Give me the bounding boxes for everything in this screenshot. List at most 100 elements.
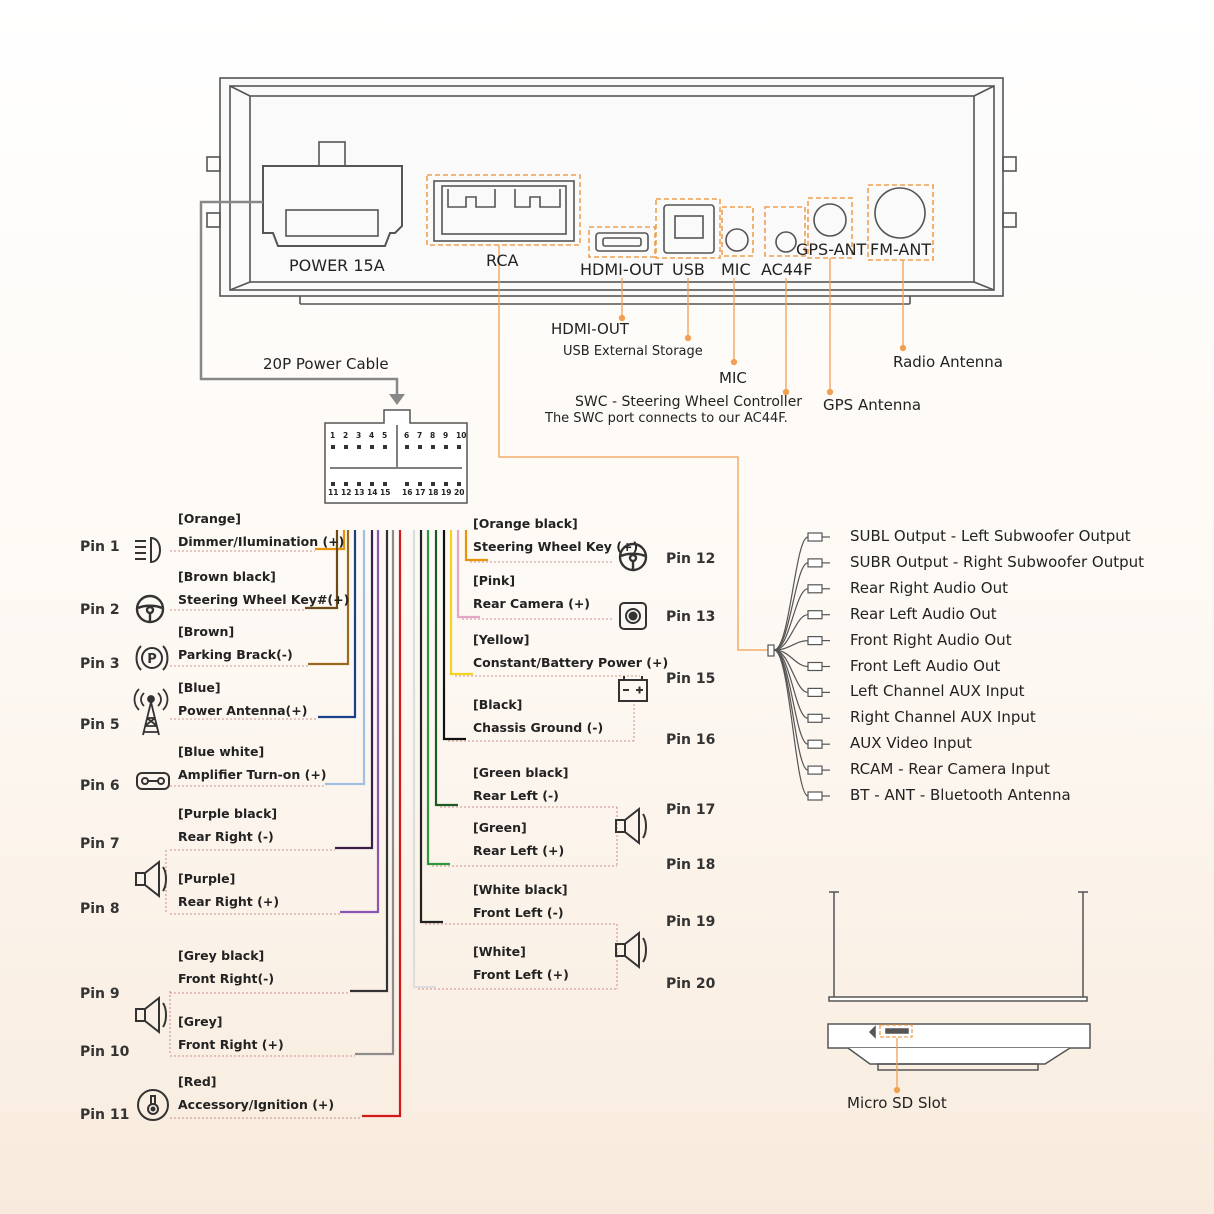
- rca-lead: [773, 614, 809, 651]
- pin-label: Pin 11: [80, 1107, 130, 1123]
- harness-wires: [305, 530, 488, 1118]
- rca-output-label: SUBL Output - Left Subwoofer Output: [850, 527, 1131, 545]
- hdmi-callout: HDMI-OUT: [551, 320, 629, 338]
- rca-hub: [767, 644, 775, 657]
- pin-label: Pin 20: [666, 976, 716, 992]
- amplifier-icon: [136, 772, 170, 790]
- rca-output-label: AUX Video Input: [850, 734, 972, 753]
- rca-output-label: BT - ANT - Bluetooth Antenna: [850, 786, 1071, 804]
- wire-function-label: Rear Left (-): [473, 788, 559, 803]
- pin-number: 18: [428, 488, 439, 497]
- pin-leaders: [165, 550, 640, 1119]
- wire-color-label: [Orange]: [178, 511, 241, 526]
- pin-dot: [457, 445, 461, 449]
- pin-number: 11: [328, 488, 339, 497]
- sd-device: [827, 891, 1091, 1071]
- pin-number: 6: [404, 431, 410, 440]
- pin-label: Pin 7: [80, 836, 120, 852]
- pin-number: 14: [367, 488, 378, 497]
- pin-number: 15: [380, 488, 391, 497]
- pin-number: 9: [443, 431, 449, 440]
- pin-label: Pin 3: [80, 656, 120, 672]
- wire-color-label: [Purple black]: [178, 806, 278, 821]
- wire-function-label: Accessory/Ignition (+): [178, 1097, 335, 1112]
- wire: [426, 530, 450, 866]
- pin-label: Pin 18: [666, 857, 716, 873]
- rca-lead: [773, 562, 809, 651]
- sd-slot-label: Micro SD Slot: [847, 1094, 947, 1112]
- rca-plug: [807, 635, 823, 646]
- pin-number: 3: [356, 431, 362, 440]
- wire: [350, 530, 389, 993]
- rca-output-label: Front Left Audio Out: [850, 656, 1001, 675]
- pin-number: 20: [454, 488, 465, 497]
- rca-fanout: [767, 532, 830, 801]
- pin-dot: [444, 482, 448, 486]
- rca-plug: [807, 532, 823, 542]
- rca-output-label: RCAM - Rear Camera Input: [850, 760, 1050, 779]
- wire: [318, 530, 357, 719]
- wire: [434, 530, 458, 807]
- sd-highlight: [879, 1024, 913, 1094]
- rca-plug: [807, 687, 823, 698]
- wire-function-label: Rear Right (-): [178, 829, 274, 844]
- wire-function-label: Power Antenna(+): [178, 703, 308, 718]
- pin-dot: [370, 445, 374, 449]
- rca-output-label: Front Right Audio Out: [850, 630, 1012, 649]
- pin-dot: [405, 445, 409, 449]
- wire: [308, 530, 350, 666]
- wire-color-label: [Orange black]: [473, 516, 578, 531]
- wire-color-label: [Brown black]: [178, 569, 276, 584]
- wire-color-label: [Blue]: [178, 680, 221, 695]
- wire-color-label: [Purple]: [178, 871, 236, 886]
- wire-color-label: [Grey black]: [178, 948, 265, 963]
- pin-label: Pin 17: [666, 802, 716, 818]
- rca-output-label: Rear Right Audio Out: [850, 578, 1008, 597]
- pin-label: Pin 9: [80, 986, 120, 1002]
- wire: [456, 530, 480, 619]
- gps-callout: GPS Antenna: [823, 396, 922, 414]
- speaker-icon: [135, 995, 167, 1035]
- rca-plug: [807, 791, 823, 801]
- wire-function-label: Front Right (+): [178, 1037, 284, 1052]
- speaker-icon: [135, 859, 167, 899]
- mic-port-label: MIC: [721, 260, 751, 279]
- pin-number: 1: [330, 431, 336, 440]
- pin-dot: [344, 482, 348, 486]
- pin-dot: [331, 482, 335, 486]
- wire-color-label: [Green black]: [473, 765, 569, 780]
- rca-port-label: RCA: [486, 251, 519, 270]
- rca-plug: [807, 661, 823, 672]
- wire: [362, 530, 402, 1118]
- usb-callout: USB External Storage: [563, 344, 703, 359]
- pin-label: Pin 2: [80, 602, 120, 618]
- wire-function-label: Rear Right (+): [178, 894, 280, 909]
- pin-dot: [418, 445, 422, 449]
- pin-dot: [431, 445, 435, 449]
- wire-function-label: Rear Left (+): [473, 843, 565, 858]
- pin-dot: [357, 445, 361, 449]
- pin-label: Pin 10: [80, 1044, 130, 1060]
- wire: [305, 530, 339, 610]
- rca-lead: [773, 588, 809, 651]
- wire-color-label: [Pink]: [473, 573, 516, 588]
- pin-number: 5: [382, 431, 388, 440]
- wire-color-label: [White]: [473, 944, 526, 959]
- pin-number: 7: [417, 431, 423, 440]
- pin-connector: [324, 409, 468, 504]
- wire-function-label: Front Left (-): [473, 905, 564, 920]
- wire-color-label: [White black]: [473, 882, 568, 897]
- wire: [315, 530, 346, 551]
- wire-function-label: Rear Camera (+): [473, 596, 591, 611]
- wire-function-label: Parking Brack(-): [178, 647, 293, 662]
- wire-color-label: [Black]: [473, 697, 523, 712]
- power-cable-label: 20P Power Cable: [263, 355, 389, 373]
- wire: [419, 530, 443, 924]
- pin-dot: [357, 482, 361, 486]
- rca-output-label: Right Channel AUX Input: [850, 708, 1036, 727]
- wire-function-label: Chassis Ground (-): [473, 720, 604, 735]
- wire-function-label: Amplifier Turn-on (+): [178, 767, 327, 782]
- wire: [340, 530, 380, 914]
- hdmi-port-label: HDMI-OUT: [580, 260, 664, 279]
